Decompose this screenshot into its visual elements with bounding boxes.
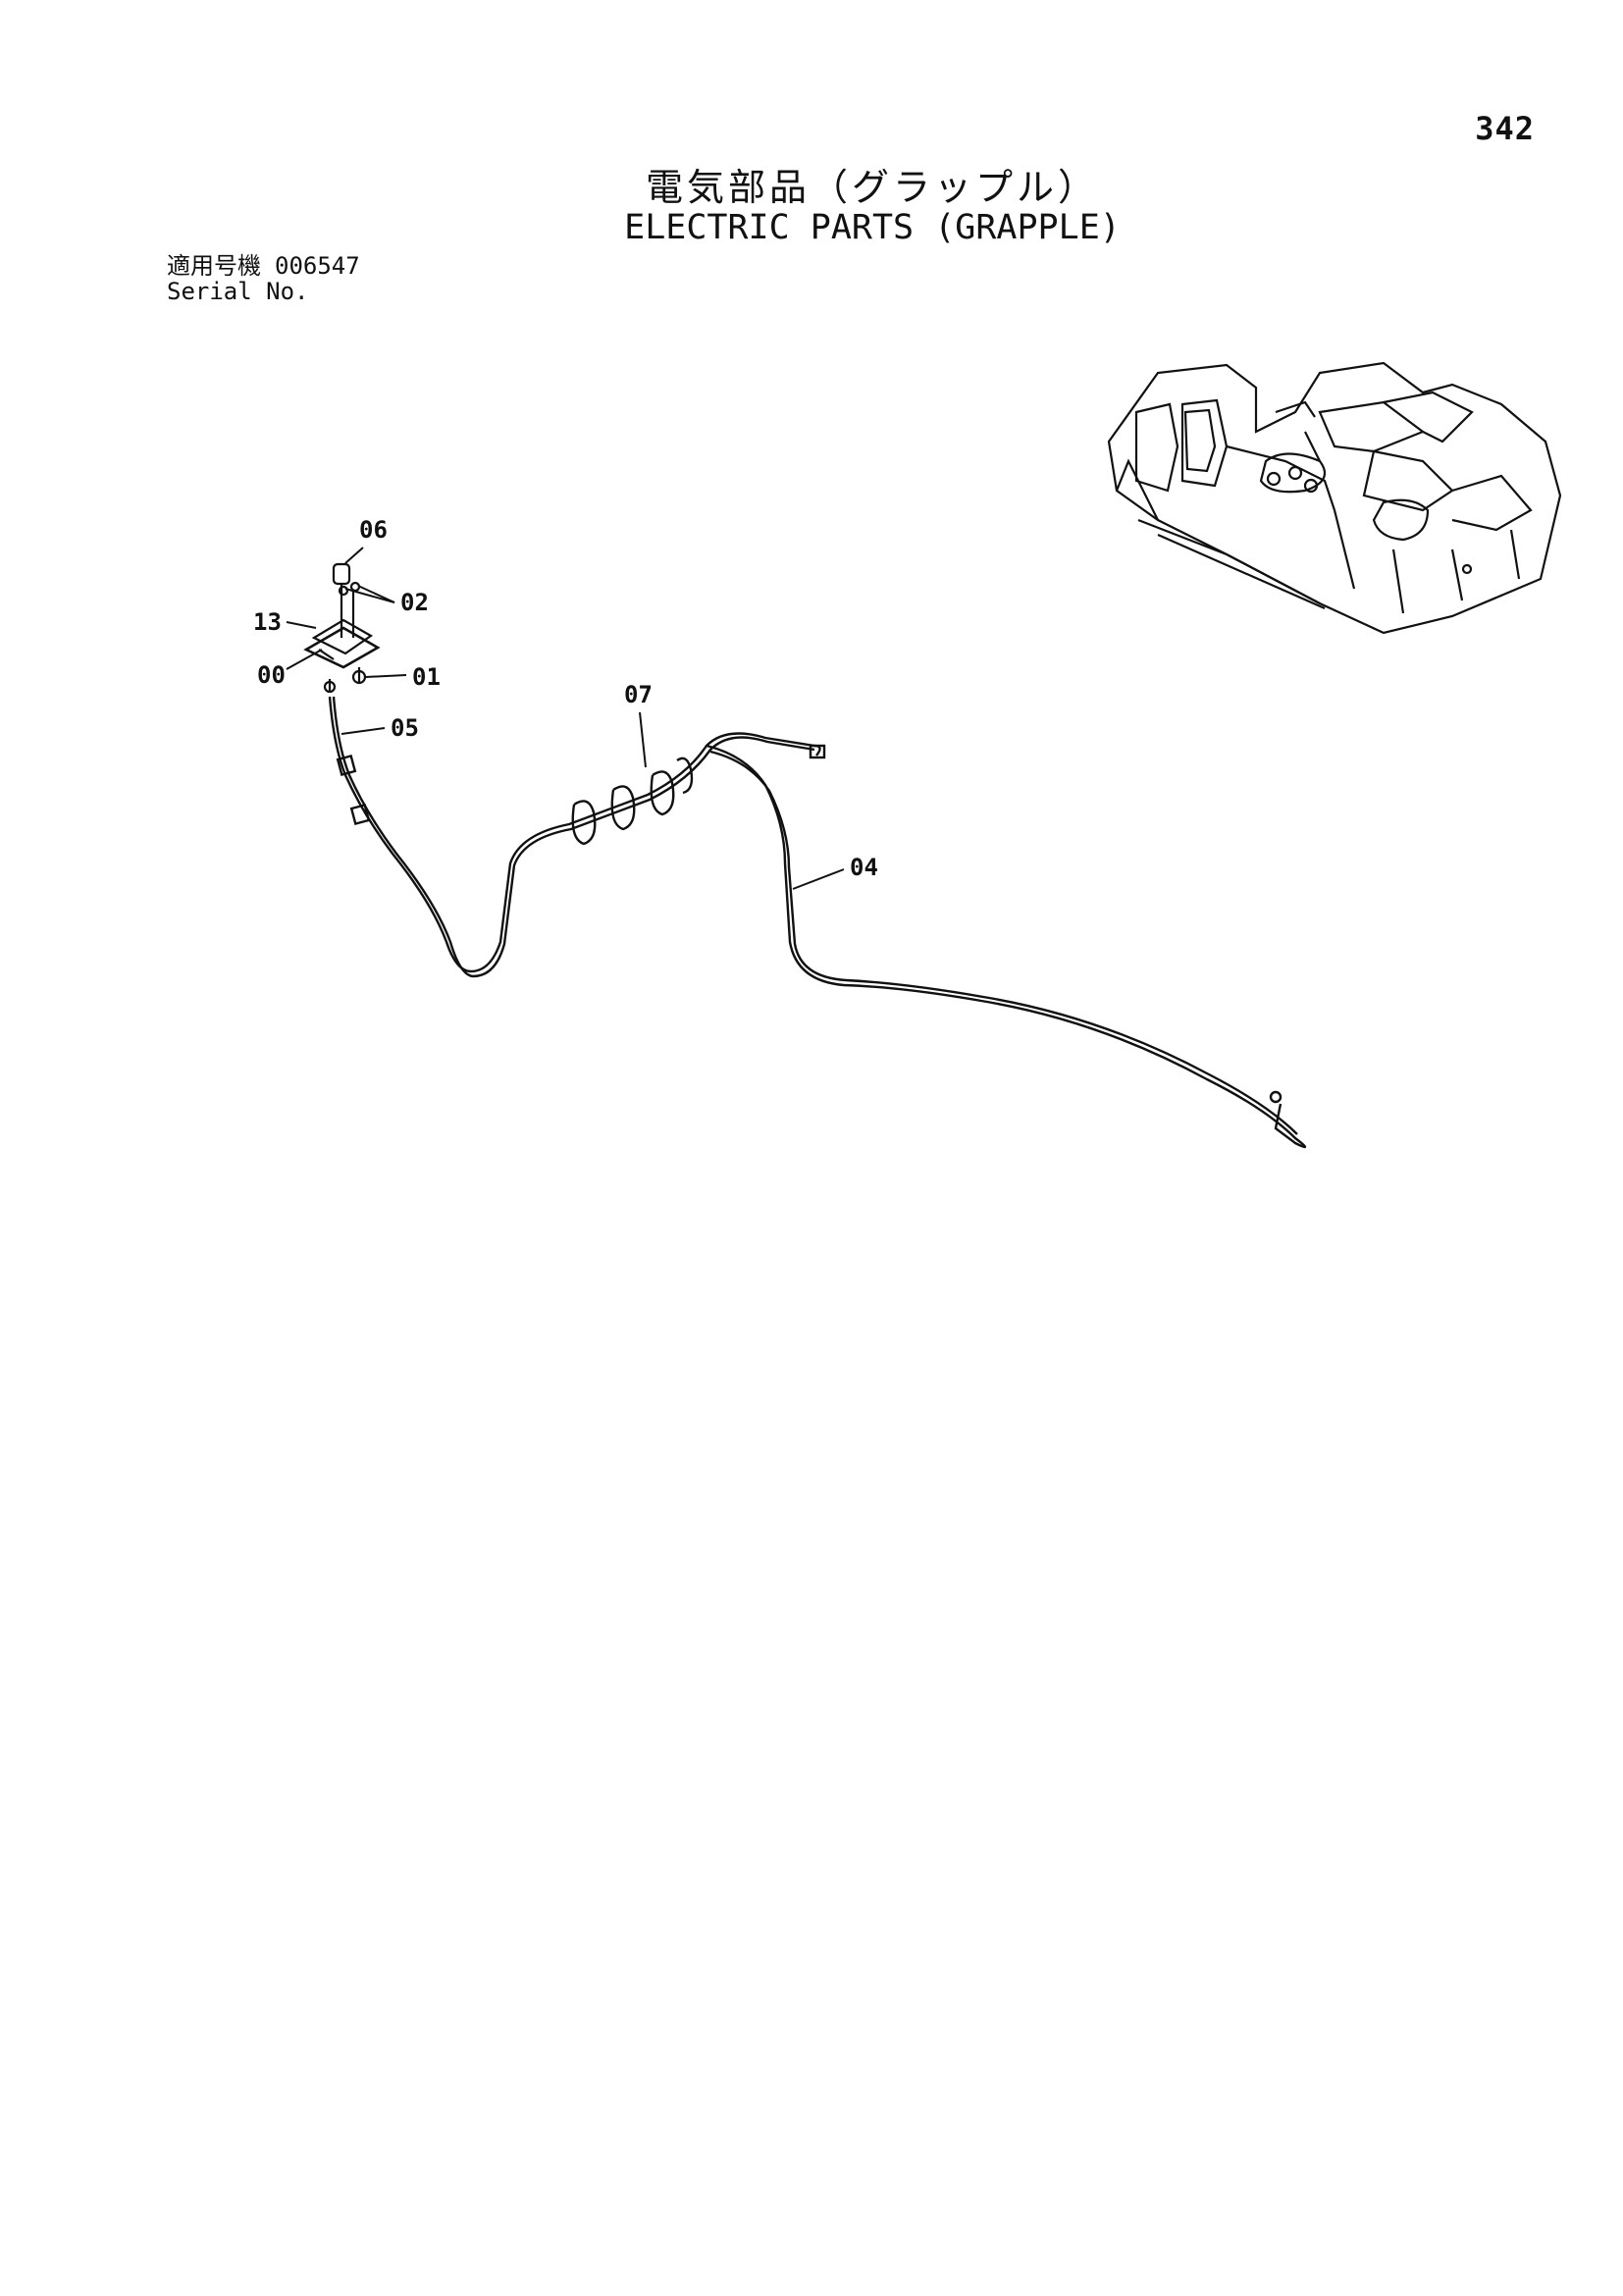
wire-harness: [328, 696, 1307, 1149]
callout-leaders: [286, 547, 845, 890]
callout-06: 06: [359, 516, 388, 544]
serial-number-block: 適用号機 006547 Serial No.: [167, 253, 360, 304]
machine-overview-illustration: [1107, 361, 1562, 635]
switch-bracket-assembly: [303, 562, 381, 694]
callout-05: 05: [391, 714, 419, 742]
callout-00: 00: [257, 661, 286, 689]
page-number: 342: [1475, 110, 1535, 147]
callout-07: 07: [624, 681, 653, 708]
callout-02: 02: [400, 589, 429, 616]
page-title-english: ELECTRIC PARTS (GRAPPLE): [624, 208, 1121, 247]
callout-04: 04: [850, 854, 878, 881]
serial-number-value: 006547: [275, 252, 360, 280]
serial-label-japanese: 適用号機: [167, 252, 261, 280]
serial-label-english: Serial No.: [167, 278, 309, 305]
callout-13: 13: [253, 608, 282, 636]
page-title-japanese: 電気部品（グラップル）: [645, 166, 1099, 209]
callout-01: 01: [412, 663, 441, 691]
